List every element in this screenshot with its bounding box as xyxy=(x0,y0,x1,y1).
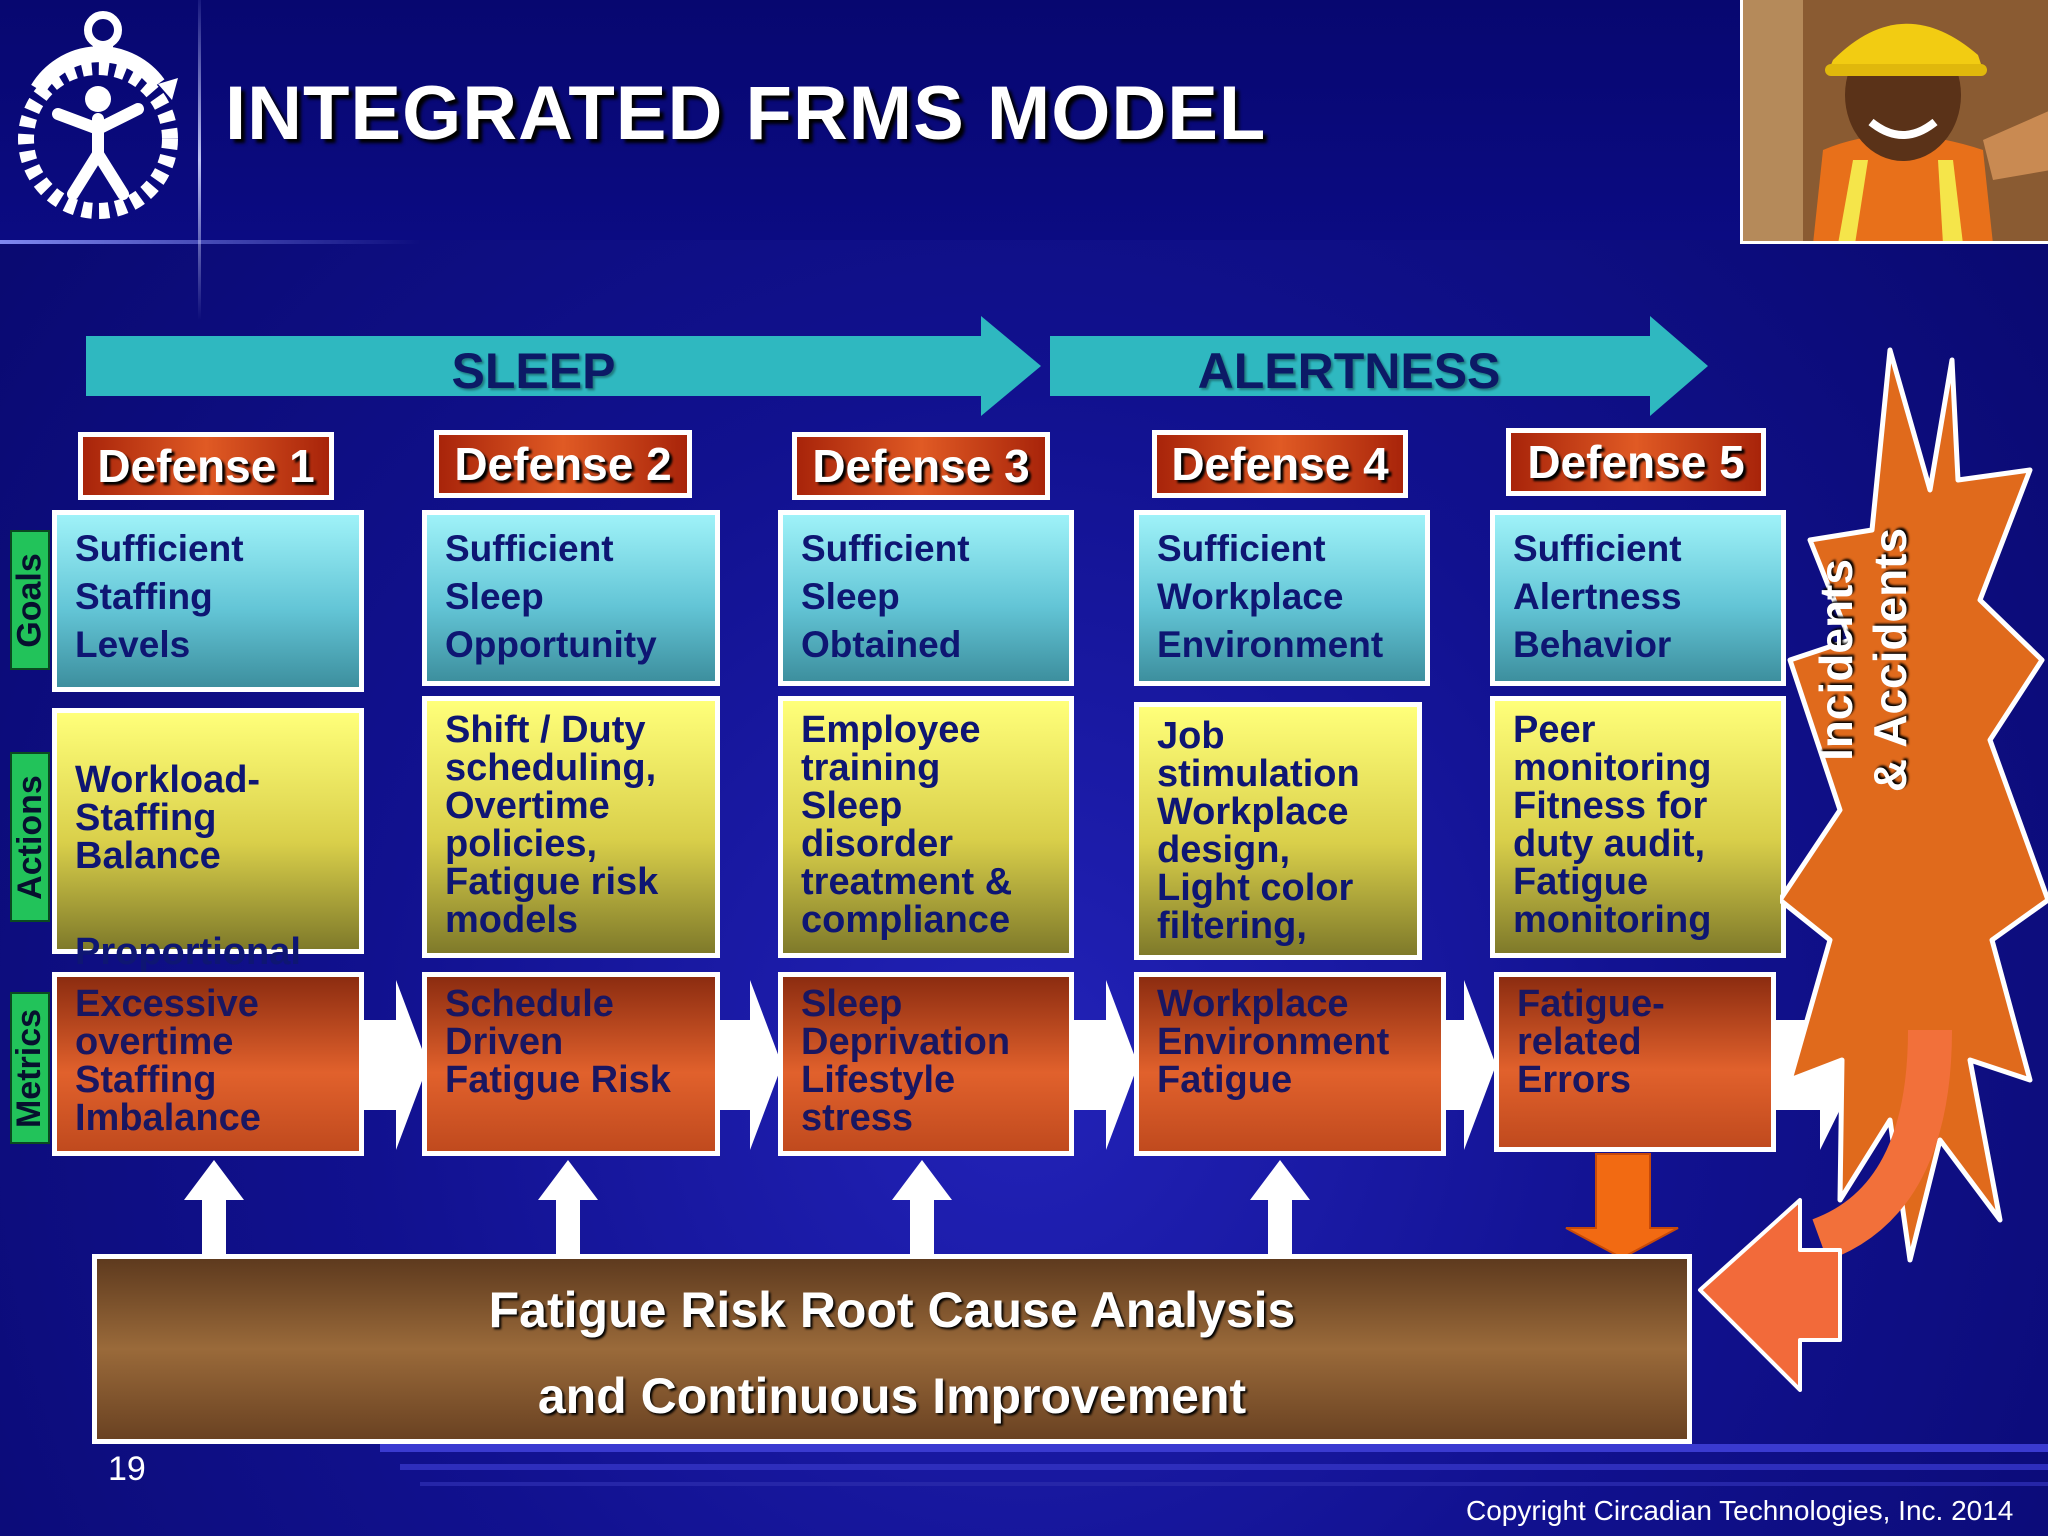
curved-return-arrow xyxy=(1698,1198,1842,1392)
rca-box: Fatigue Risk Root Cause Analysis and Con… xyxy=(92,1254,1692,1444)
worker-photo-icon xyxy=(1743,0,2048,241)
copyright-text: Copyright Circadian Technologies, Inc. 2… xyxy=(1466,1495,2014,1526)
actions-row-tab: Actions xyxy=(10,752,50,922)
defense-3-goal: Sufficient Sleep Obtained xyxy=(778,510,1074,686)
worker-photo xyxy=(1740,0,2048,244)
defense-2-goal: Sufficient Sleep Opportunity xyxy=(422,510,720,686)
defense-4-action: Job stimulation Workplace design, Light … xyxy=(1134,702,1422,960)
defense-5-metric: Fatigue- related Errors xyxy=(1494,972,1776,1152)
defense-5-goal: Sufficient Alertness Behavior xyxy=(1490,510,1786,686)
incidents-line-1: Incidents xyxy=(1810,559,1862,761)
defense-4-title: Defense 4 xyxy=(1157,435,1403,493)
rca-line-1: Fatigue Risk Root Cause Analysis xyxy=(488,1282,1296,1338)
sleep-label: SLEEP xyxy=(451,343,616,399)
sleep-arrow-shape xyxy=(86,316,1041,416)
defense-1-metric: Excessive overtime Staffing Imbalance xyxy=(52,972,364,1156)
slide-title: INTEGRATED FRMS MODEL xyxy=(225,71,1267,156)
alertness-label: ALERTNESS xyxy=(1197,343,1501,399)
defense-4-goal: Sufficient Workplace Environment xyxy=(1134,510,1430,686)
actions-row-label: Actions xyxy=(10,774,49,900)
slide-number: 19 xyxy=(108,1450,146,1488)
goals-row-tab: Goals xyxy=(10,530,50,670)
defense-4-metric: Workplace Environment Fatigue xyxy=(1134,972,1446,1156)
defense-5-title: Defense 5 xyxy=(1511,433,1761,491)
defense-1-label: Defense 1 xyxy=(78,432,334,500)
header-band xyxy=(0,0,1740,240)
sleep-flow-arrow: SLEEP xyxy=(86,316,1041,416)
defense-5-label: Defense 5 xyxy=(1506,428,1766,496)
defense-1-action-text: Workload- Staffing Balance xyxy=(75,759,261,877)
defense-3-action: Employee training Sleep disorder treatme… xyxy=(778,696,1074,958)
metrics-row-tab: Metrics xyxy=(10,992,50,1144)
header-vertical-divider xyxy=(198,0,201,320)
incidents-line-2: & Accidents xyxy=(1864,527,1916,793)
defense-1-action: Workload- Staffing Balance Proportional … xyxy=(52,708,364,1009)
defense-2-title: Defense 2 xyxy=(439,435,687,493)
defense-3-label: Defense 3 xyxy=(792,432,1050,500)
defense-1-title: Defense 1 xyxy=(83,437,329,495)
incidents-starburst xyxy=(1780,347,2048,1263)
rca-line-2: and Continuous Improvement xyxy=(537,1368,1247,1424)
defense-2-action: Shift / Duty scheduling, Overtime polici… xyxy=(422,696,720,958)
alertness-arrow-shape xyxy=(1050,316,1708,416)
defense-2-metric: Schedule Driven Fatigue Risk xyxy=(422,972,720,1156)
alertness-flow-arrow: ALERTNESS xyxy=(1050,316,1708,416)
stopwatch-person-logo-icon xyxy=(18,11,178,219)
footer-stripes xyxy=(380,1444,2048,1486)
defense-5-action: Peer monitoring Fitness for duty audit, … xyxy=(1490,696,1786,958)
defense-3-metric: Sleep Deprivation Lifestyle stress xyxy=(778,972,1074,1156)
goals-row-label: Goals xyxy=(10,552,49,648)
defense-4-label: Defense 4 xyxy=(1152,430,1408,498)
defense-2-label: Defense 2 xyxy=(434,430,692,498)
header-divider xyxy=(0,240,420,244)
defense-1-goal: Sufficient Staffing Levels xyxy=(52,510,364,692)
feedback-up-arrows xyxy=(184,1153,1679,1260)
defense-3-title: Defense 3 xyxy=(797,437,1045,495)
